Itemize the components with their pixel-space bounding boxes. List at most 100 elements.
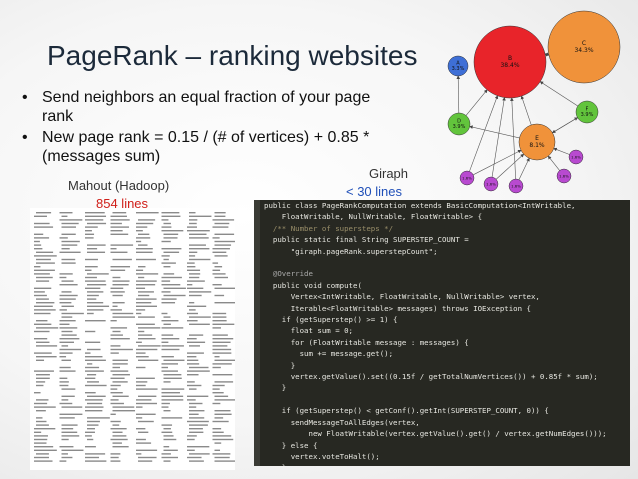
- code-line-mark: [214, 395, 229, 397]
- code-line-mark: [110, 266, 131, 268]
- code-line-mark: [163, 381, 171, 383]
- code-line-mark: [212, 453, 231, 455]
- code-line-mark: [34, 402, 48, 405]
- code-line-mark: [212, 341, 231, 343]
- code-line-mark: [212, 273, 226, 275]
- code-line-mark: [34, 248, 43, 250]
- code-line-mark: [85, 410, 103, 412]
- code-line-mark: [34, 291, 45, 293]
- code-line-mark: [36, 384, 44, 387]
- code-line-mark: [59, 302, 72, 304]
- code-line-mark: [138, 460, 153, 462]
- code-line-mark: [110, 348, 133, 351]
- code-line: public static final String SUPERSTEP_COU…: [264, 235, 469, 245]
- code-line-mark: [110, 233, 129, 235]
- code-line-mark: [136, 366, 146, 369]
- code-line-mark: [85, 406, 104, 408]
- code-line-mark: [36, 298, 49, 300]
- code-line-mark: [110, 215, 127, 217]
- code-line-mark: [212, 352, 232, 354]
- code-line-mark: [59, 298, 76, 300]
- code-line-mark: [187, 435, 197, 437]
- code-line-mark: [214, 302, 235, 304]
- code-line-mark: [214, 417, 224, 419]
- code-line-mark: [61, 248, 70, 250]
- code-line: sum += message.get();: [264, 349, 394, 359]
- code-line-mark: [187, 280, 205, 282]
- code-line-mark: [87, 438, 94, 441]
- code-line-mark: [110, 230, 123, 232]
- code-line-mark: [61, 395, 75, 397]
- code-line-mark: [136, 449, 158, 451]
- code-line: if (getSuperstep() >= 1) {: [264, 315, 398, 325]
- code-line-mark: [87, 381, 99, 383]
- code-line-mark: [189, 366, 209, 369]
- code-line-mark: [110, 460, 121, 462]
- code-line-mark: [189, 212, 196, 214]
- code-line-mark: [212, 284, 222, 286]
- code-line-mark: [110, 226, 130, 228]
- code-line-mark: [187, 312, 198, 315]
- code-line-mark: [36, 399, 49, 401]
- code-line-mark: [34, 323, 52, 325]
- code-line-mark: [163, 449, 178, 451]
- code-line-mark: [112, 276, 121, 279]
- code-line-mark: [136, 280, 157, 282]
- code-line-mark: [136, 258, 156, 261]
- code-line-mark: [59, 212, 73, 214]
- code-line-mark: [163, 237, 178, 239]
- code-line-mark: [34, 312, 51, 315]
- code-line-mark: [136, 302, 152, 304]
- code-line-mark: [161, 226, 172, 228]
- code-line-mark: [61, 334, 77, 336]
- code-line-mark: [136, 402, 158, 405]
- code-line-mark: [161, 276, 182, 279]
- slide-title: PageRank – ranking websites: [47, 40, 418, 71]
- code-line-mark: [161, 240, 171, 243]
- code-line-mark: [189, 237, 209, 239]
- code-line-mark: [59, 320, 76, 322]
- code-line-mark: [212, 248, 230, 250]
- code-line-mark: [189, 410, 205, 412]
- graph-node-label: E: [535, 135, 539, 142]
- code-line-mark: [59, 356, 67, 358]
- bullet-item: Send neighbors an equal fraction of your…: [20, 88, 380, 126]
- code-line-mark: [136, 413, 156, 415]
- code-line-mark: [110, 291, 125, 293]
- code-line-mark: [187, 374, 199, 376]
- code-line-mark: [212, 320, 227, 322]
- code-line-mark: [136, 237, 151, 239]
- code-line-mark: [61, 424, 78, 426]
- code-line-mark: [85, 399, 103, 401]
- code-line-mark: [61, 262, 76, 264]
- code-line-mark: [110, 248, 117, 250]
- code-line-mark: [112, 316, 136, 318]
- code-line-mark: [189, 428, 203, 430]
- code-line-mark: [138, 338, 156, 340]
- code-line-mark: [61, 233, 76, 235]
- code-line-mark: [87, 395, 106, 397]
- code-line-mark: [161, 395, 184, 397]
- code-line-mark: [138, 334, 153, 336]
- code-line-mark: [161, 348, 180, 351]
- code-line-mark: [112, 442, 122, 444]
- code-line-mark: [34, 435, 48, 437]
- code-line-mark: [161, 402, 170, 405]
- graph-edge: [465, 89, 488, 116]
- giraph-line-count: < 30 lines: [346, 184, 403, 199]
- code-line-mark: [34, 449, 57, 451]
- code-line-mark: [59, 381, 69, 383]
- code-line-mark: [214, 294, 225, 297]
- code-line-mark: [189, 273, 201, 275]
- code-line-mark: [36, 424, 49, 426]
- code-line-mark: [161, 366, 169, 369]
- code-line-mark: [112, 212, 127, 214]
- code-line: sendMessageToAllEdges(vertex,: [264, 417, 420, 427]
- code-line-mark: [212, 345, 228, 347]
- graph-node-label: C: [582, 40, 586, 47]
- code-line-mark: [161, 338, 180, 340]
- code-line-mark: [136, 348, 158, 351]
- code-line-mark: [187, 446, 210, 448]
- code-line-mark: [163, 410, 171, 412]
- graph-edge: [469, 125, 520, 139]
